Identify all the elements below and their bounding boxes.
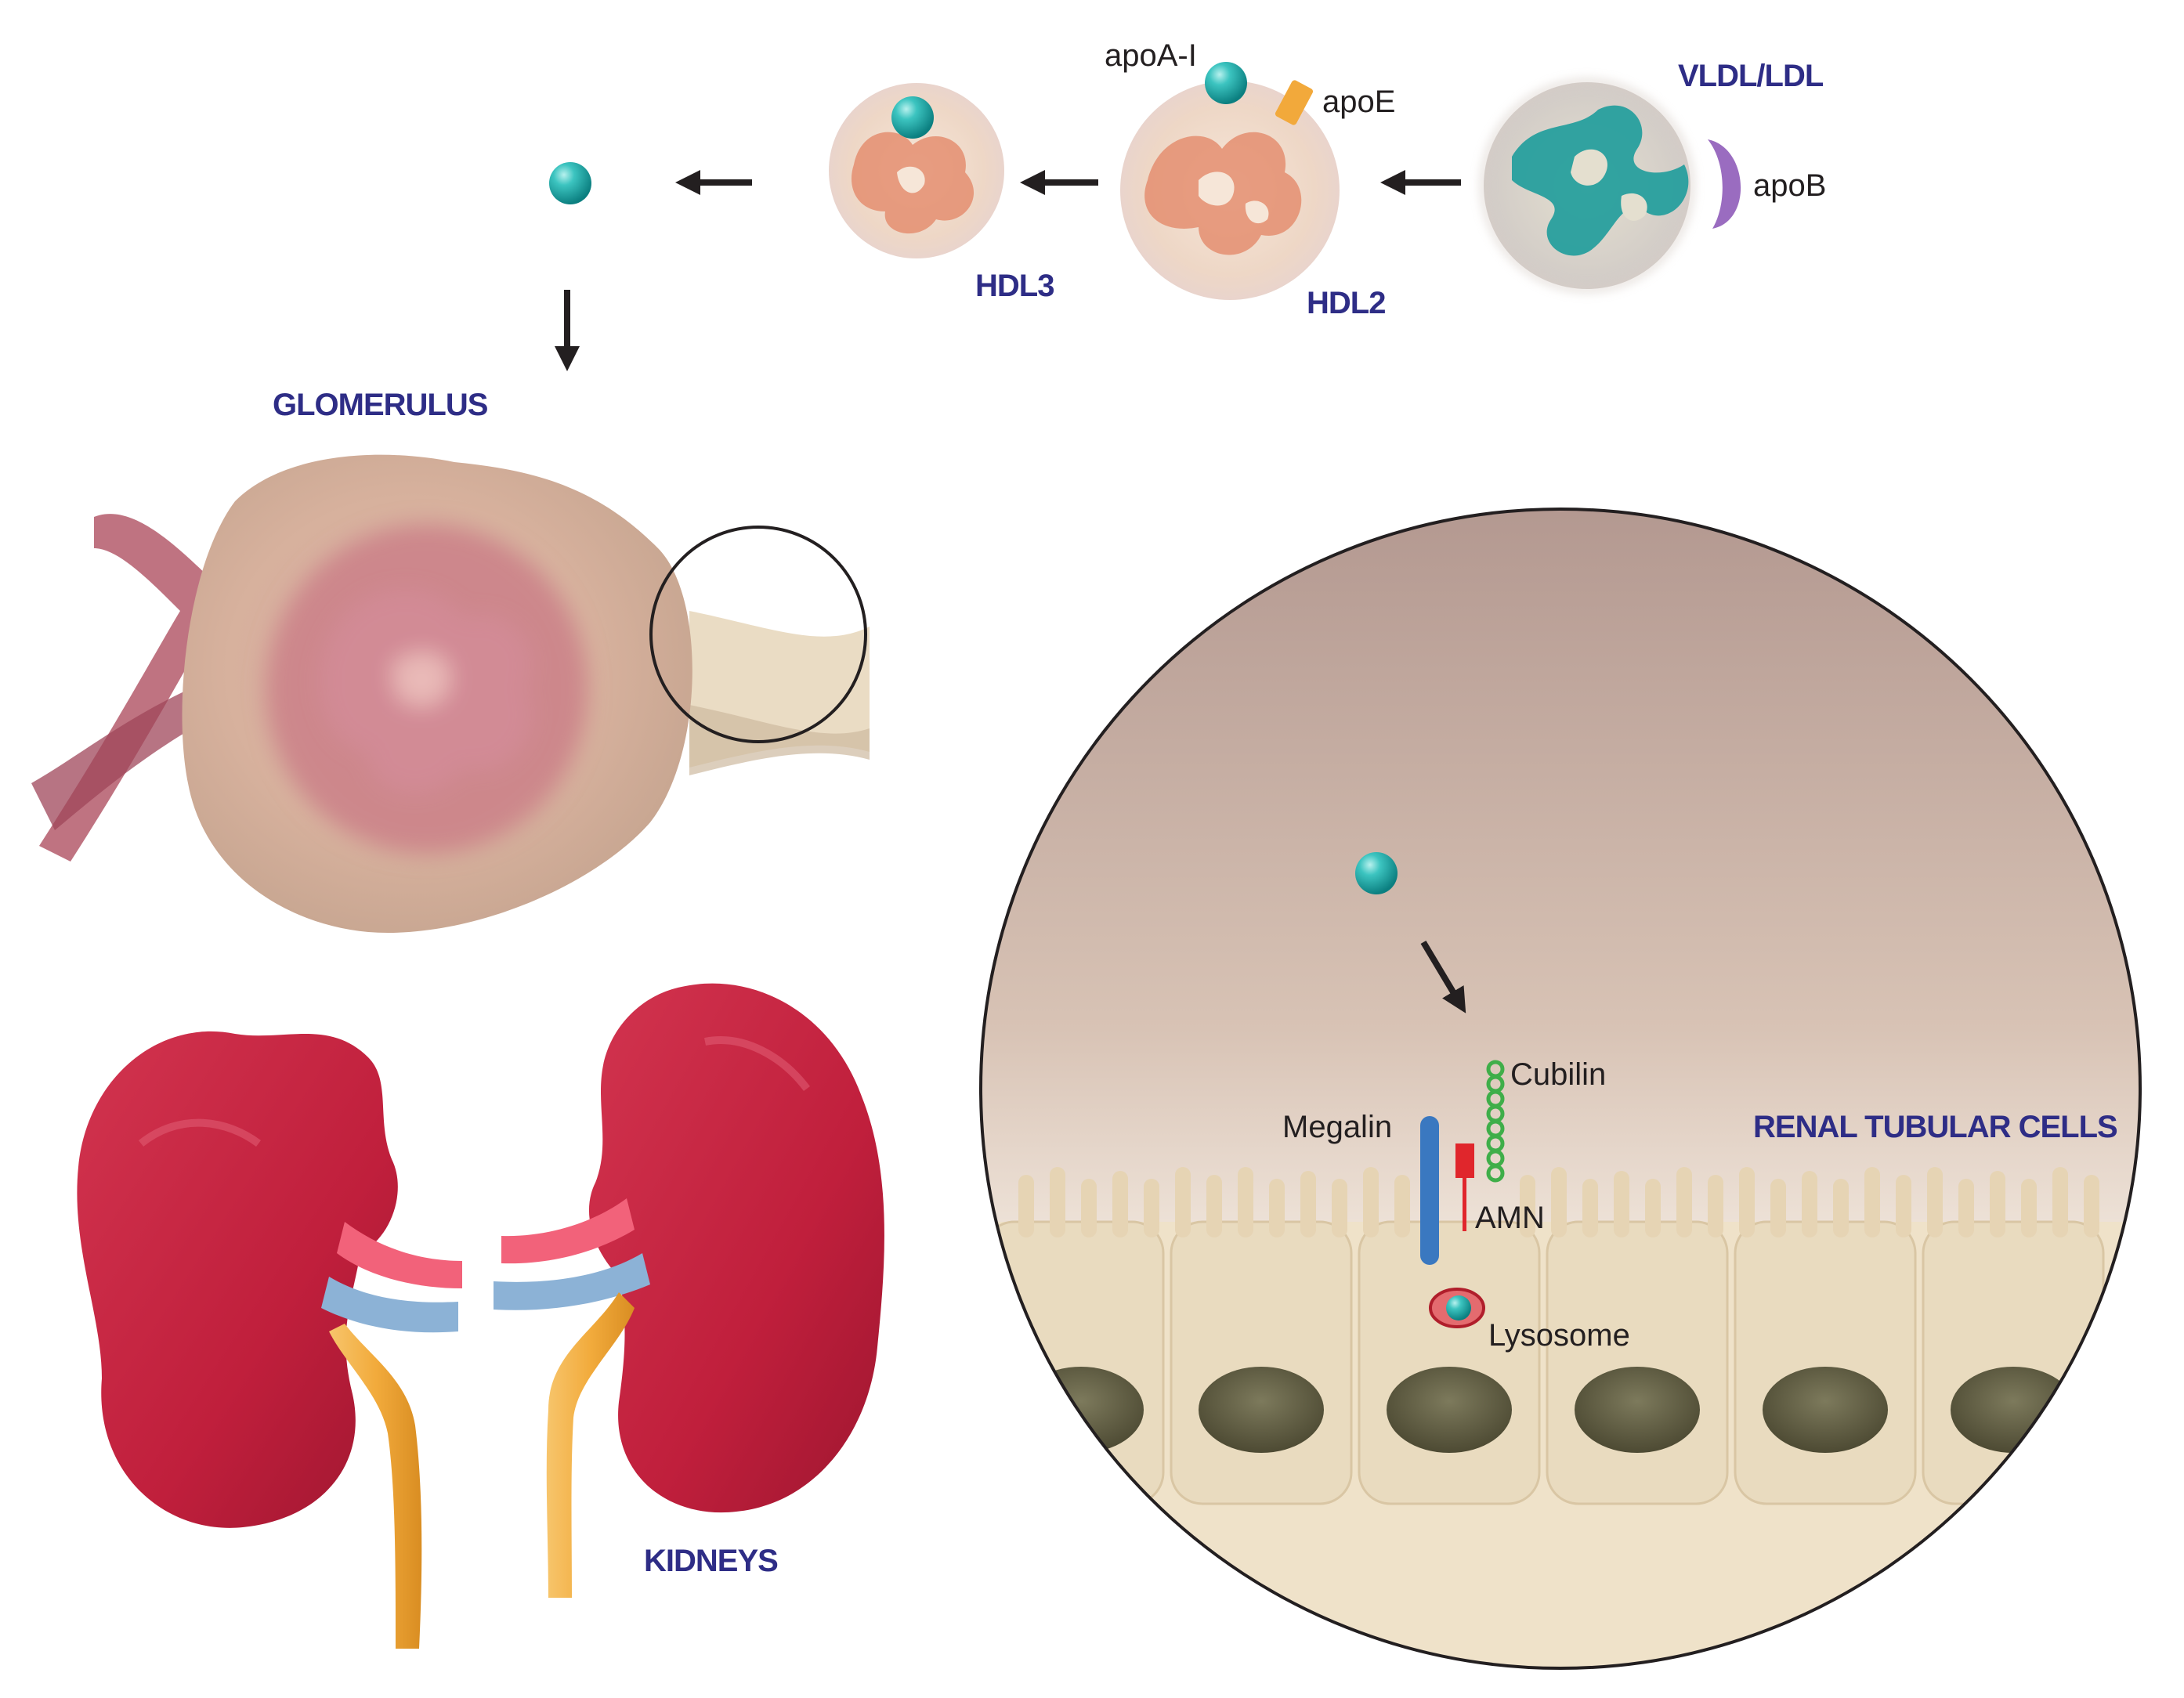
left-renal-vessels <box>321 1222 462 1333</box>
arrow-apoai-to-receptor <box>1420 940 1466 1013</box>
megalin-receptor <box>1420 1116 1439 1265</box>
lysosome <box>1429 1288 1485 1328</box>
hdl2-particle <box>1120 81 1340 300</box>
zoom-source-circle <box>649 526 867 743</box>
amn-protein <box>1455 1143 1474 1231</box>
apoai-on-hdl2 <box>1205 62 1247 104</box>
lysosome-label: Lysosome <box>1488 1318 1630 1353</box>
apoe-label: apoE <box>1322 85 1395 119</box>
apoai-label: apoA-I <box>1105 38 1197 73</box>
kidneys-title: KIDNEYS <box>644 1544 778 1578</box>
hdl3-label: HDL3 <box>975 269 1054 303</box>
zoom-view <box>979 508 2142 1670</box>
filtered-apoai <box>1355 852 1398 894</box>
apoai-on-hdl3 <box>891 96 934 139</box>
microvilli-brush-border <box>1018 1167 2099 1237</box>
renal-tubular-cells-title: RENAL TUBULAR CELLS <box>1753 1110 2117 1144</box>
left-kidney <box>77 1031 398 1528</box>
amn-label: AMN <box>1475 1201 1545 1235</box>
glomerulus-title: GLOMERULUS <box>273 388 488 422</box>
apoe-protein <box>1275 80 1314 125</box>
right-ureter <box>546 1292 635 1598</box>
glomerulus-illustration <box>31 454 870 933</box>
apob-label: apoB <box>1753 168 1826 203</box>
megalin-label: Megalin <box>1282 1110 1392 1144</box>
right-renal-vessels <box>494 1198 650 1310</box>
vldl-ldl-particle <box>1480 78 1694 293</box>
cubilin-receptor <box>1486 1060 1505 1183</box>
hdl3-particle <box>829 83 1004 258</box>
vldl-ldl-label: VLDL/LDL <box>1678 59 1824 93</box>
cubilin-label: Cubilin <box>1510 1057 1606 1092</box>
zoom-circle-border <box>979 508 2142 1670</box>
right-kidney <box>588 983 884 1513</box>
left-ureter <box>329 1324 422 1649</box>
apob-protein <box>1708 139 1741 229</box>
free-apoai <box>549 162 591 204</box>
hdl2-label: HDL2 <box>1307 286 1385 320</box>
